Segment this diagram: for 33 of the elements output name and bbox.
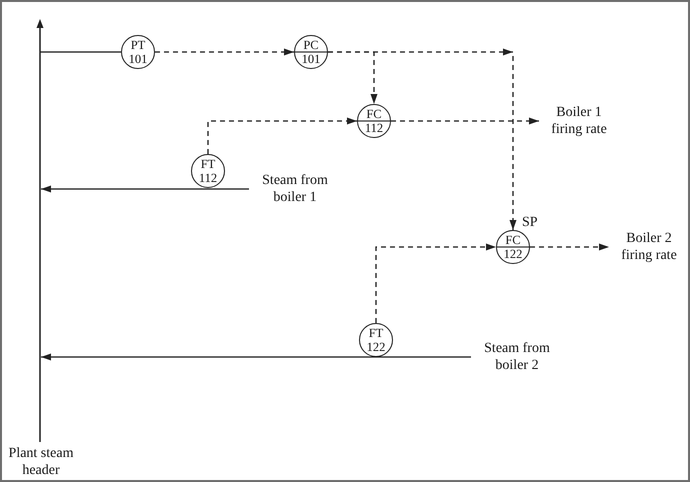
signal-arrow xyxy=(375,244,496,323)
tag-letters: FC xyxy=(366,107,382,121)
stream-label: Steam from boiler 1 xyxy=(254,172,336,206)
signal-arrow xyxy=(328,48,516,230)
tag-letters: FT xyxy=(200,157,216,171)
pipe-arrow xyxy=(41,354,471,360)
header-label: Plant steam header xyxy=(8,445,74,479)
tag-number: 101 xyxy=(128,52,148,66)
tag-letters: FT xyxy=(368,326,384,340)
stream-label: Steam from boiler 2 xyxy=(476,340,558,374)
controller-bubble xyxy=(294,35,328,69)
tag-number: 112 xyxy=(364,121,384,135)
tag-number: 112 xyxy=(198,171,218,185)
transmitter-bubble xyxy=(359,323,393,357)
signal-arrow xyxy=(207,118,357,154)
transmitter-bubble xyxy=(191,154,225,188)
signal-arrow xyxy=(155,48,294,56)
tag-number: 122 xyxy=(504,247,522,261)
signal-arrow xyxy=(530,244,609,250)
signal-label: SP xyxy=(522,214,538,231)
transmitter-bubble xyxy=(121,35,155,69)
stream-label: Boiler 1 firing rate xyxy=(544,104,614,138)
controller-bubble xyxy=(496,230,530,264)
tag-number: 122 xyxy=(366,340,386,354)
pipe-line xyxy=(40,51,121,53)
pipe-arrow xyxy=(41,186,249,192)
tag-letters: PC xyxy=(303,38,319,52)
stream-label: Boiler 2 firing rate xyxy=(614,230,684,264)
tag-letters: FC xyxy=(505,233,521,247)
controller-bubble xyxy=(357,104,391,138)
signal-arrow xyxy=(391,118,539,124)
tag-letters: PT xyxy=(130,38,146,52)
tag-number: 101 xyxy=(302,52,320,66)
